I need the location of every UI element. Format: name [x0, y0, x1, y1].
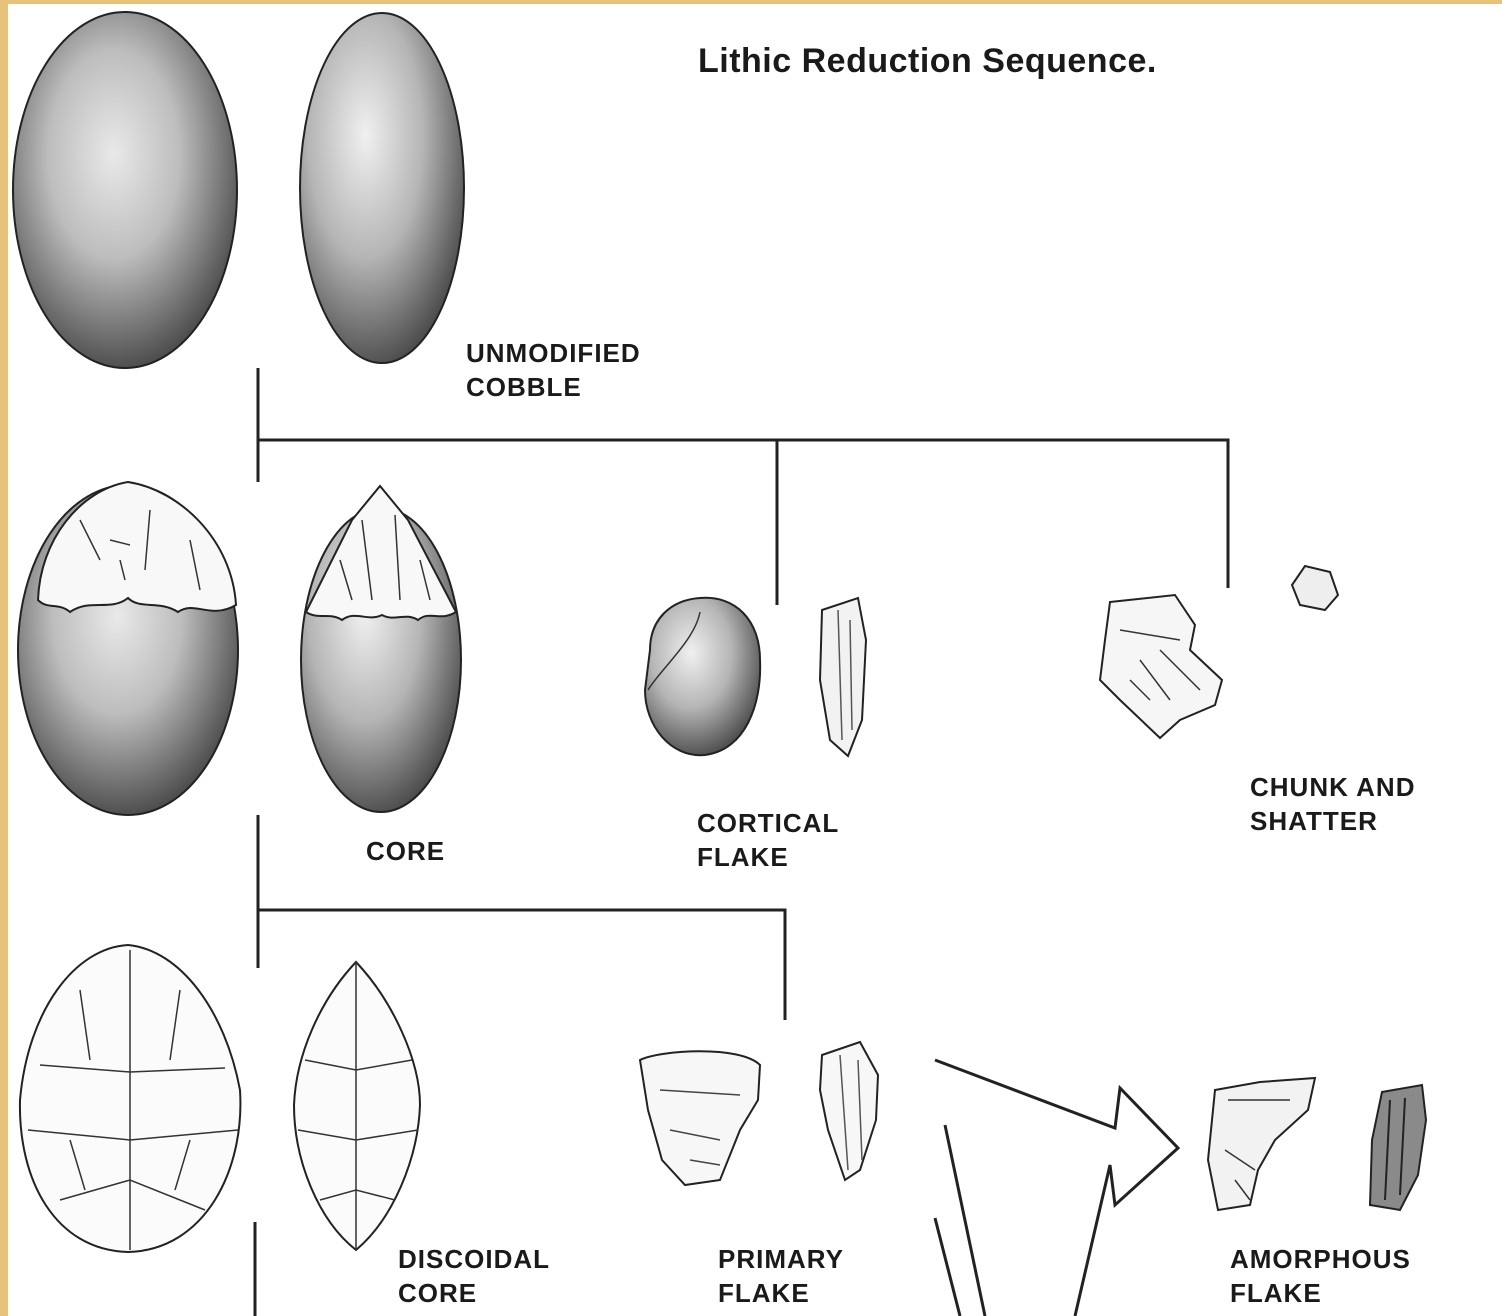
discoidal-core-front: [20, 945, 240, 1252]
amorphous-flake-side: [1370, 1085, 1426, 1210]
discoidal-core-side: [294, 962, 420, 1250]
cortical-flake-front: [645, 598, 760, 755]
discoidal-core-label: DISCOIDAL CORE: [398, 1242, 550, 1310]
core-label: CORE: [366, 834, 445, 868]
diagram-title: Lithic Reduction Sequence.: [698, 42, 1157, 81]
amorphous-flake-label: AMORPHOUS FLAKE: [1230, 1242, 1411, 1310]
reduction-arrow: [935, 1060, 1178, 1316]
label-line: PRIMARY: [718, 1242, 844, 1276]
label-line: CORE: [366, 834, 445, 868]
label-line: FLAKE: [697, 840, 839, 874]
core-front: [18, 482, 238, 815]
cortical-flake-side: [820, 598, 866, 756]
label-line: CHUNK AND: [1250, 770, 1415, 804]
label-line: COBBLE: [466, 370, 641, 404]
label-line: CORE: [398, 1276, 550, 1310]
label-line: UNMODIFIED: [466, 336, 641, 370]
label-line: FLAKE: [1230, 1276, 1411, 1310]
label-line: CORTICAL: [697, 806, 839, 840]
chunk-fragment: [1100, 595, 1222, 738]
chunk-and-shatter-label: CHUNK AND SHATTER: [1250, 770, 1415, 838]
unmodified-cobble-label: UNMODIFIED COBBLE: [466, 336, 641, 404]
amorphous-flake-front: [1208, 1078, 1315, 1210]
cortical-flake-label: CORTICAL FLAKE: [697, 806, 839, 874]
label-line: FLAKE: [718, 1276, 844, 1310]
label-line: DISCOIDAL: [398, 1242, 550, 1276]
unmodified-cobble-side: [300, 13, 464, 363]
label-line: AMORPHOUS: [1230, 1242, 1411, 1276]
primary-flake-front: [640, 1051, 760, 1185]
shatter-fragment: [1292, 566, 1338, 610]
label-line: SHATTER: [1250, 804, 1415, 838]
core-side: [301, 486, 461, 812]
primary-flake-label: PRIMARY FLAKE: [718, 1242, 844, 1310]
unmodified-cobble-front: [13, 12, 237, 368]
primary-flake-side: [820, 1042, 878, 1180]
